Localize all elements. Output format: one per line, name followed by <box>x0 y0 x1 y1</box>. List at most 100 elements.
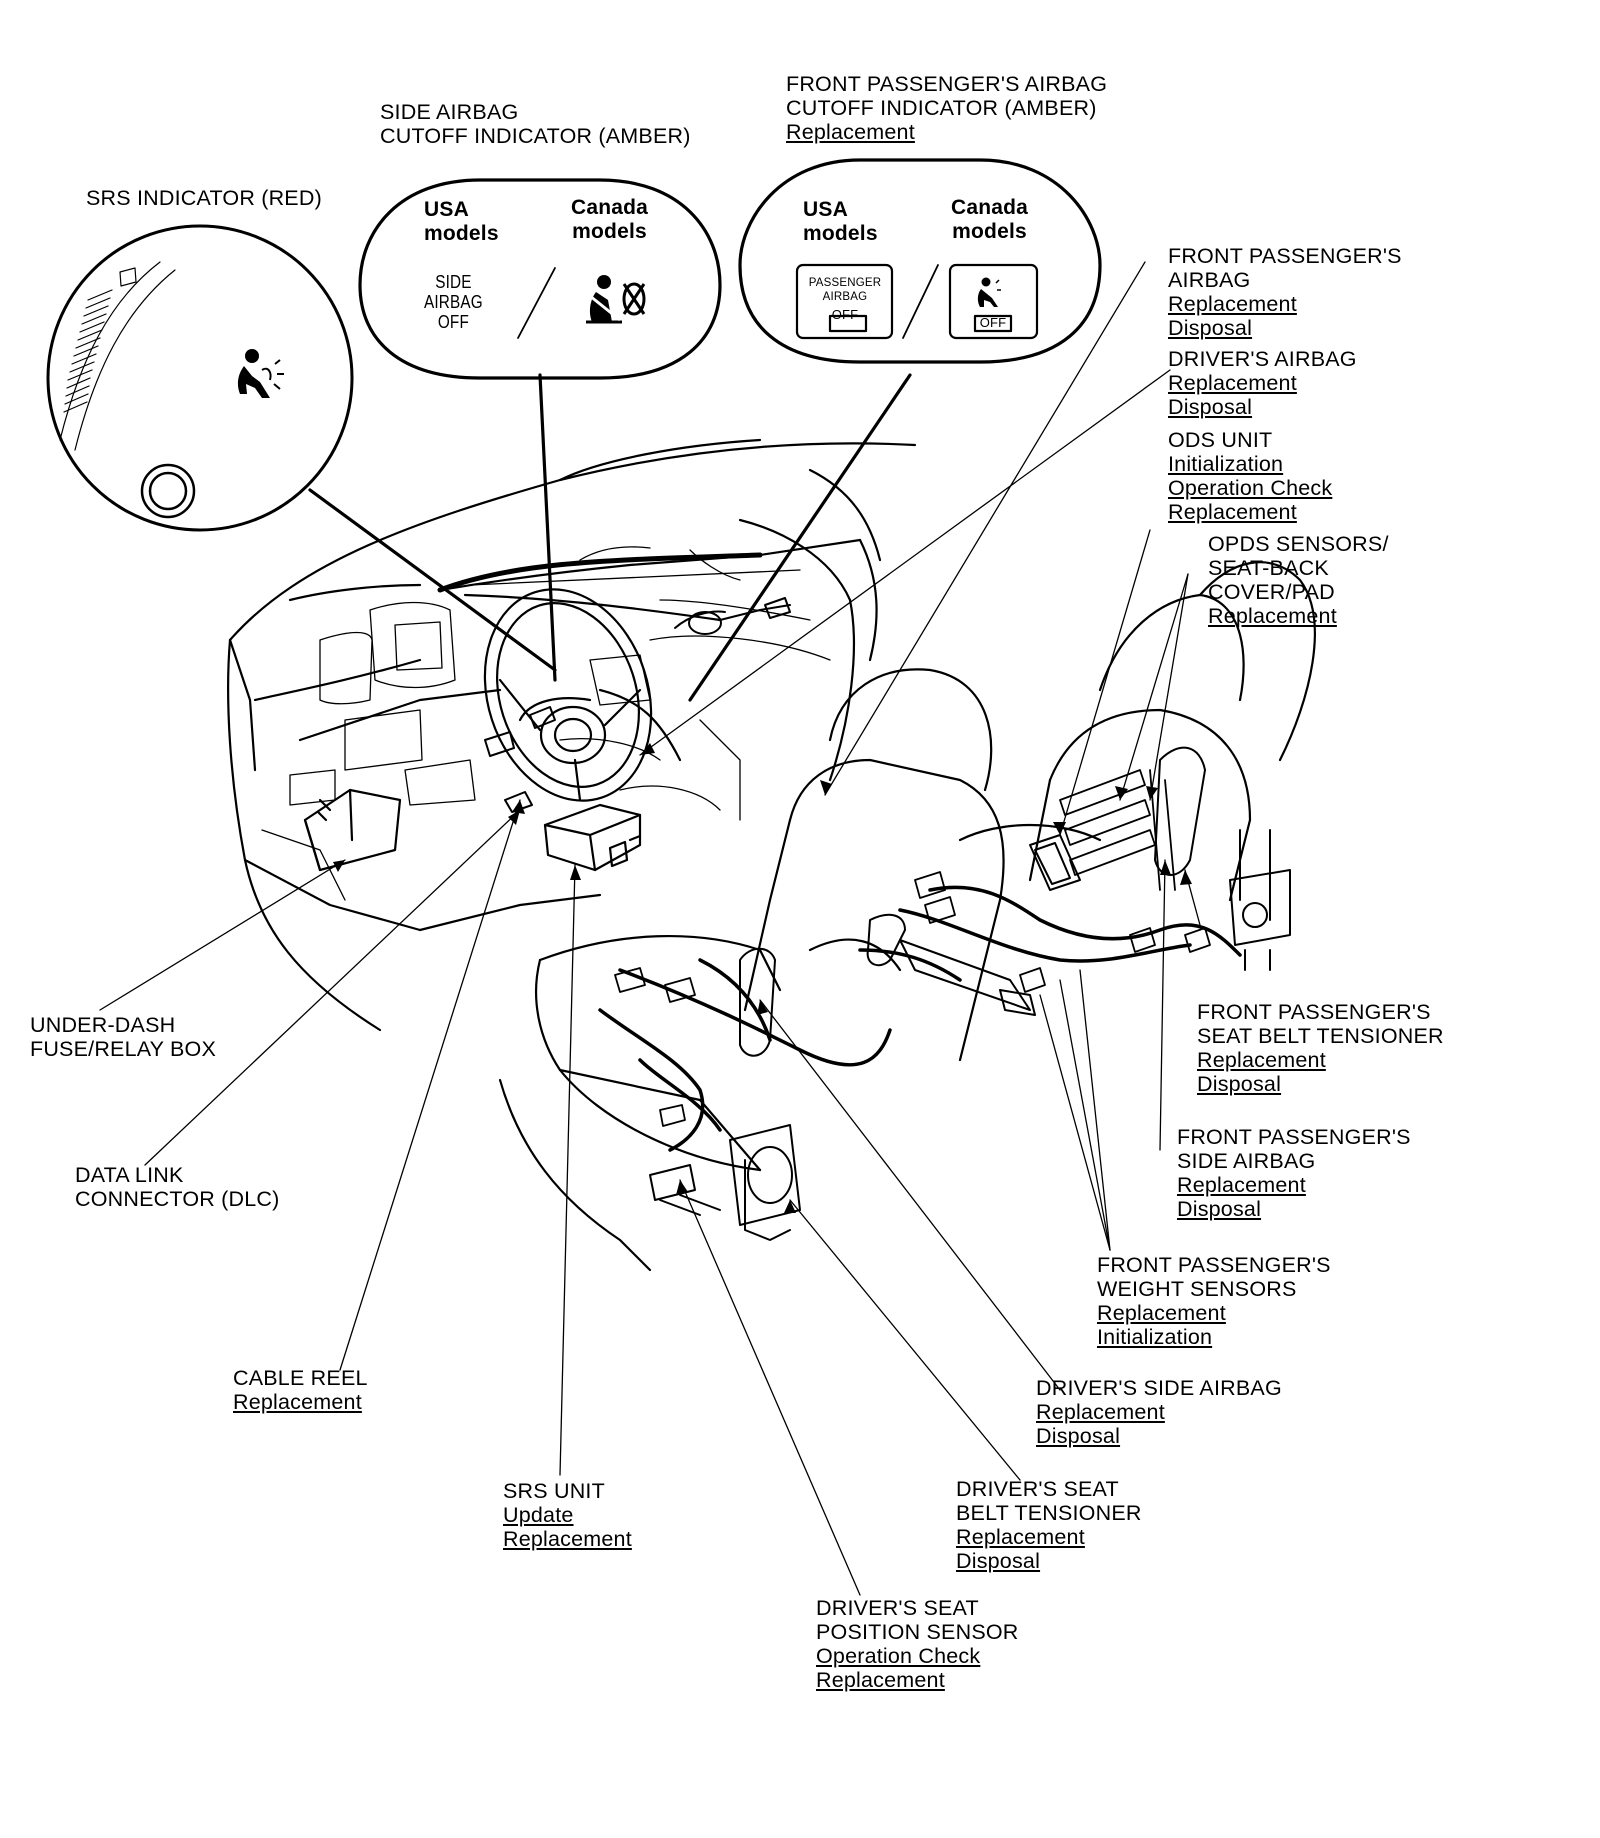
leader-arrows <box>333 743 1192 1213</box>
front-pass-side-airbag-label: FRONT PASSENGER'S SIDE AIRBAG Replacemen… <box>1177 1125 1411 1221</box>
driver-tensioner <box>729 1124 801 1241</box>
replacement-link[interactable]: Replacement <box>1177 1173 1306 1197</box>
label-line: FRONT PASSENGER'S <box>1168 244 1402 268</box>
wiring-harness <box>598 885 1242 1152</box>
disposal-link[interactable]: Disposal <box>1168 316 1253 340</box>
srs-gauge-detail <box>59 261 176 451</box>
side-airbag-divider <box>517 267 556 339</box>
passenger-divider <box>902 264 939 339</box>
initialization-link[interactable]: Initialization <box>1097 1325 1213 1349</box>
label-line: FRONT PASSENGER'S <box>1097 1253 1331 1277</box>
label-line: SRS UNIT <box>503 1479 605 1503</box>
wiring-connectors <box>614 871 1211 1127</box>
under-dash-label: UNDER-DASH FUSE/RELAY BOX <box>30 1013 216 1061</box>
front-pass-cutoff-label: FRONT PASSENGER'S AIRBAG CUTOFF INDICATO… <box>786 72 1107 144</box>
label-line: ODS UNIT <box>1168 428 1273 452</box>
label-line: FRONT PASSENGER'S <box>1177 1125 1411 1149</box>
canada-passenger-panel <box>948 263 1039 340</box>
srs-indicator-callout <box>46 224 354 532</box>
front-pass-tensioner-label: FRONT PASSENGER'S SEAT BELT TENSIONER Re… <box>1197 1000 1444 1096</box>
label-line: CABLE REEL <box>233 1366 368 1390</box>
label-line: WEIGHT SENSORS <box>1097 1277 1297 1301</box>
replacement-link[interactable]: Replacement <box>1197 1048 1326 1072</box>
passenger-seat <box>958 561 1316 902</box>
label-line: SEAT BELT TENSIONER <box>1197 1024 1444 1048</box>
cable-reel-body <box>484 706 556 757</box>
dlc-label: DATA LINK CONNECTOR (DLC) <box>75 1163 279 1211</box>
driver-side-airbag <box>739 913 906 1057</box>
replacement-link[interactable]: Replacement <box>956 1525 1085 1549</box>
disposal-link[interactable]: Disposal <box>1036 1424 1121 1448</box>
operation-check-link[interactable]: Operation Check <box>1168 476 1333 500</box>
srs-indicator-title: SRS INDICATOR (RED) <box>86 186 322 210</box>
drivers-tensioner-label: DRIVER'S SEAT BELT TENSIONER Replacement… <box>956 1477 1142 1573</box>
disposal-link[interactable]: Disposal <box>1197 1072 1282 1096</box>
passenger-usa-label: USA models <box>803 198 878 246</box>
leader-lines <box>99 261 1201 1596</box>
canada-text: Canada <box>571 196 649 219</box>
usa-text: USA <box>803 198 848 221</box>
airbag-person-icon <box>237 349 284 398</box>
label-line: DATA LINK <box>75 1163 184 1187</box>
replacement-link[interactable]: Replacement <box>786 120 915 144</box>
passenger-airbag-panel-text: PASSENGER AIRBAG OFF <box>803 276 887 322</box>
drivers-side-airbag-label: DRIVER'S SIDE AIRBAG Replacement Disposa… <box>1036 1376 1282 1448</box>
fuse-relay-box <box>303 788 402 872</box>
seatbelt-crossed-icon <box>586 275 646 324</box>
disposal-link[interactable]: Disposal <box>1168 395 1253 419</box>
label-line: CUTOFF INDICATOR (AMBER) <box>380 124 691 148</box>
driver-position-sensor <box>649 1164 721 1216</box>
off-text: OFF <box>831 307 859 322</box>
label-line: POSITION SENSOR <box>816 1620 1019 1644</box>
drivers-position-label: DRIVER'S SEAT POSITION SENSOR Operation … <box>816 1596 1019 1692</box>
replacement-link[interactable]: Replacement <box>503 1527 632 1551</box>
replacement-link[interactable]: Replacement <box>1036 1400 1165 1424</box>
replacement-link[interactable]: Replacement <box>1168 371 1297 395</box>
passenger-canada-label: Canada models <box>951 196 1028 244</box>
replacement-link[interactable]: Replacement <box>1208 604 1337 628</box>
dlc-connector <box>504 791 533 813</box>
replacement-link[interactable]: Replacement <box>816 1668 945 1692</box>
label-line: FRONT PASSENGER'S <box>1197 1000 1431 1024</box>
label-line: DRIVER'S SEAT <box>956 1477 1119 1501</box>
label-line: CONNECTOR (DLC) <box>75 1187 280 1211</box>
srs-unit-label: SRS UNIT Update Replacement <box>503 1479 632 1551</box>
canada-panel-off-text: OFF <box>975 315 1011 331</box>
passenger-side-airbag <box>1154 746 1206 876</box>
airbag-text: AIRBAG <box>424 292 483 312</box>
front-pass-weight-label: FRONT PASSENGER'S WEIGHT SENSORS Replace… <box>1097 1253 1331 1349</box>
dashboard-outline <box>227 438 917 1032</box>
drivers-airbag-label: DRIVER'S AIRBAG Replacement Disposal <box>1168 347 1357 419</box>
replacement-link[interactable]: Replacement <box>1168 500 1297 524</box>
side-text: SIDE <box>435 272 472 292</box>
label-line: FUSE/RELAY BOX <box>30 1037 217 1061</box>
models-text: models <box>803 222 878 245</box>
operation-check-link[interactable]: Operation Check <box>816 1644 981 1668</box>
side-airbag-callout <box>358 178 722 380</box>
models-text: models <box>952 220 1027 243</box>
ods-unit-box <box>1029 834 1081 891</box>
pass-airbag-dash-module <box>674 597 791 635</box>
passenger-tensioner <box>1229 829 1291 971</box>
passenger-airbag-panel <box>795 263 894 340</box>
dashboard-detail <box>261 546 831 901</box>
label-line: DRIVER'S AIRBAG <box>1168 347 1357 371</box>
weight-sensors <box>899 939 1036 1016</box>
label-line: CUTOFF INDICATOR (AMBER) <box>786 96 1097 120</box>
label-line: COVER/PAD <box>1208 580 1335 604</box>
label-line: BELT TENSIONER <box>956 1501 1142 1525</box>
disposal-link[interactable]: Disposal <box>1177 1197 1262 1221</box>
replacement-link[interactable]: Replacement <box>1168 292 1297 316</box>
initialization-link[interactable]: Initialization <box>1168 452 1284 476</box>
steering-wheel <box>483 588 653 802</box>
airbag-text: AIRBAG <box>822 291 868 303</box>
passenger-text: PASSENGER <box>808 277 882 289</box>
replacement-link[interactable]: Replacement <box>1097 1301 1226 1325</box>
models-text: models <box>572 220 647 243</box>
callout-leaders <box>308 373 912 702</box>
update-link[interactable]: Update <box>503 1503 574 1527</box>
label-line: AIRBAG <box>1168 268 1251 292</box>
replacement-link[interactable]: Replacement <box>233 1390 362 1414</box>
disposal-link[interactable]: Disposal <box>956 1549 1041 1573</box>
